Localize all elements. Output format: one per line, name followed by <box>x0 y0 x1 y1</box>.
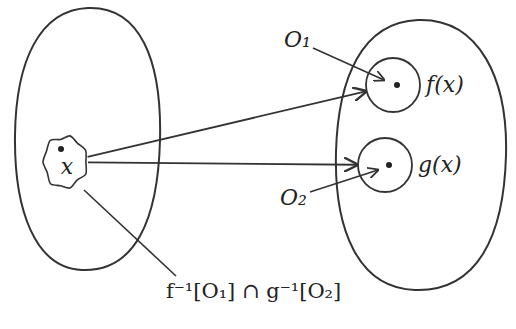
open-set-circle: f(x) <box>365 57 466 113</box>
image-label: f(x) <box>426 73 464 97</box>
open-set-outline <box>365 57 423 115</box>
leader-line <box>84 190 176 276</box>
image-dot <box>394 82 400 88</box>
open-set-outline <box>357 137 415 195</box>
image-dot <box>386 162 392 168</box>
leader-line <box>310 170 378 192</box>
codomain-space <box>336 20 506 290</box>
domain-space <box>15 8 160 270</box>
point-dot <box>58 146 64 152</box>
preimage-label: f⁻¹[O₁] ∩ g⁻¹[O₂] <box>166 280 341 303</box>
neighbourhood-blob: x <box>40 133 90 191</box>
leader-line <box>313 48 384 80</box>
set-label: O₂ <box>280 186 307 210</box>
set-label: O₁ <box>284 28 311 52</box>
mapping-arrow <box>88 162 357 164</box>
point-label: x <box>61 155 73 179</box>
mapping-arrow <box>88 91 366 156</box>
open-set-circle: g(x) <box>357 137 464 193</box>
image-label: g(x) <box>418 153 462 177</box>
